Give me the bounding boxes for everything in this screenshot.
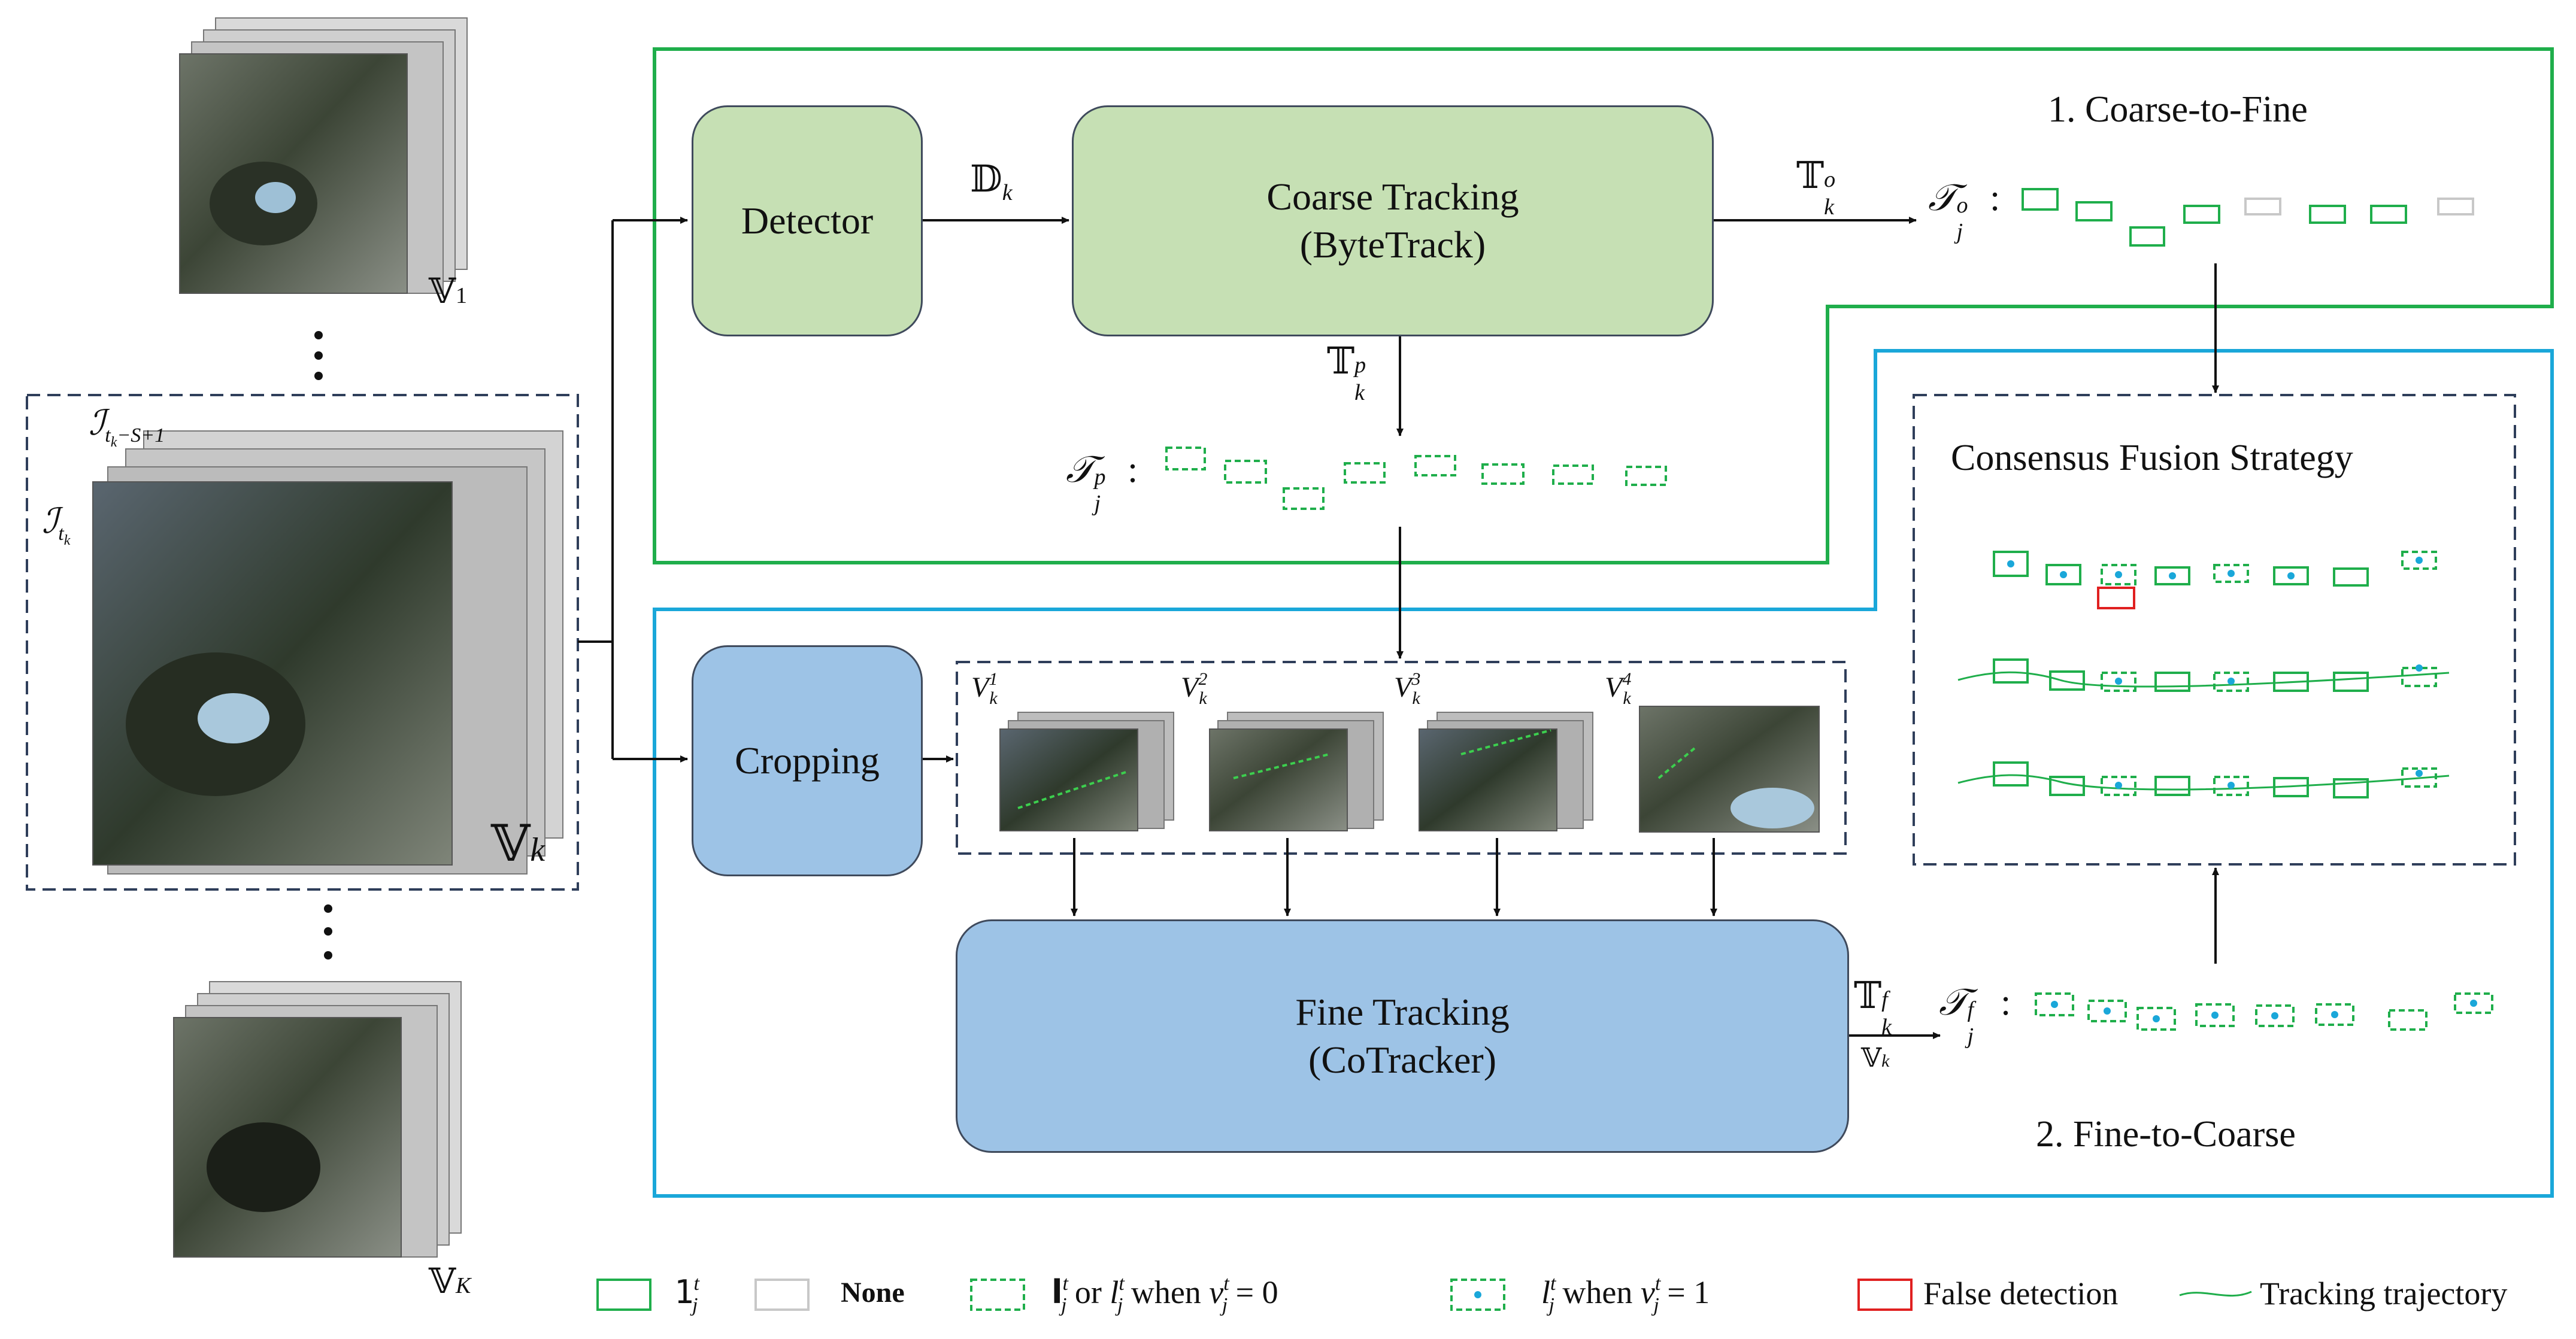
consensus-row-1 bbox=[1993, 551, 2437, 609]
consensus-title: Consensus Fusion Strategy bbox=[1951, 438, 2353, 478]
frame-first-label: ℐtk−S+1 bbox=[89, 403, 165, 450]
fine-video-label: 𝕍k bbox=[1861, 1043, 1890, 1073]
crops-dashed-box bbox=[956, 661, 1847, 855]
crop-label-4: V4k bbox=[1605, 669, 1632, 708]
legend-prediction: ltj or ltj when vtj = 0 bbox=[1051, 1273, 1278, 1316]
legend-detection: 𝟷tj bbox=[674, 1273, 699, 1316]
consensus-dashed-box bbox=[1913, 394, 2516, 866]
predicted-trajectory-boxes bbox=[1165, 447, 1667, 510]
video-k-label: 𝕍k bbox=[491, 816, 545, 872]
crop-label-1: V1k bbox=[971, 669, 998, 708]
coarse-tracking-title: Coarse Tracking bbox=[1266, 175, 1519, 218]
video-k-stack bbox=[92, 430, 563, 875]
fine-tracking-title: Fine Tracking bbox=[1295, 991, 1510, 1033]
detector-box: Detector bbox=[692, 105, 923, 336]
video-1-stack bbox=[179, 17, 468, 294]
coarse-tracking-box: Coarse Tracking (ByteTrack) bbox=[1072, 105, 1714, 336]
detections-label: 𝔻k bbox=[970, 159, 1013, 205]
fine-tracking-box: Fine Tracking (CoTracker) bbox=[956, 919, 1849, 1153]
coarse-tracking-subtitle: (ByteTrack) bbox=[1299, 223, 1486, 266]
legend-none: None bbox=[841, 1277, 905, 1308]
cropping-label: Cropping bbox=[735, 739, 880, 782]
video-K-label: 𝕍K bbox=[429, 1262, 471, 1301]
fine-trajectory-boxes bbox=[2035, 992, 2493, 1031]
fine-to-coarse-region bbox=[653, 349, 2554, 1198]
cropping-box: Cropping bbox=[692, 645, 923, 876]
legend-false-detection: False detection bbox=[1923, 1276, 2119, 1311]
fine-tracking-subtitle: (CoTracker) bbox=[1308, 1039, 1496, 1081]
video-1-label: 𝕍1 bbox=[429, 272, 468, 311]
legend-visible-point: ltj when vtj = 1 bbox=[1541, 1273, 1710, 1316]
consensus-row-2 bbox=[1957, 658, 2450, 692]
frame-last-label: ℐtk bbox=[42, 502, 71, 548]
consensus-row-3 bbox=[1957, 761, 2450, 798]
legend-glyphs bbox=[596, 1279, 2252, 1311]
crop-label-3: V3k bbox=[1394, 669, 1421, 708]
detector-label: Detector bbox=[741, 199, 874, 242]
coarse-to-fine-title: 1. Coarse-to-Fine bbox=[2048, 89, 2308, 130]
coarse-trajectory-boxes bbox=[2022, 188, 2474, 247]
legend-tracking-trajectory: Tracking trajectory bbox=[2260, 1276, 2508, 1311]
crop-label-2: V2k bbox=[1181, 669, 1208, 708]
fine-to-coarse-title: 2. Fine-to-Coarse bbox=[2036, 1114, 2296, 1155]
coarse-to-fine-region bbox=[653, 47, 2554, 564]
crop-thumbnails bbox=[999, 706, 1820, 833]
video-K-stack bbox=[173, 981, 462, 1258]
fine-trajectory-dots bbox=[2051, 1000, 2477, 1022]
